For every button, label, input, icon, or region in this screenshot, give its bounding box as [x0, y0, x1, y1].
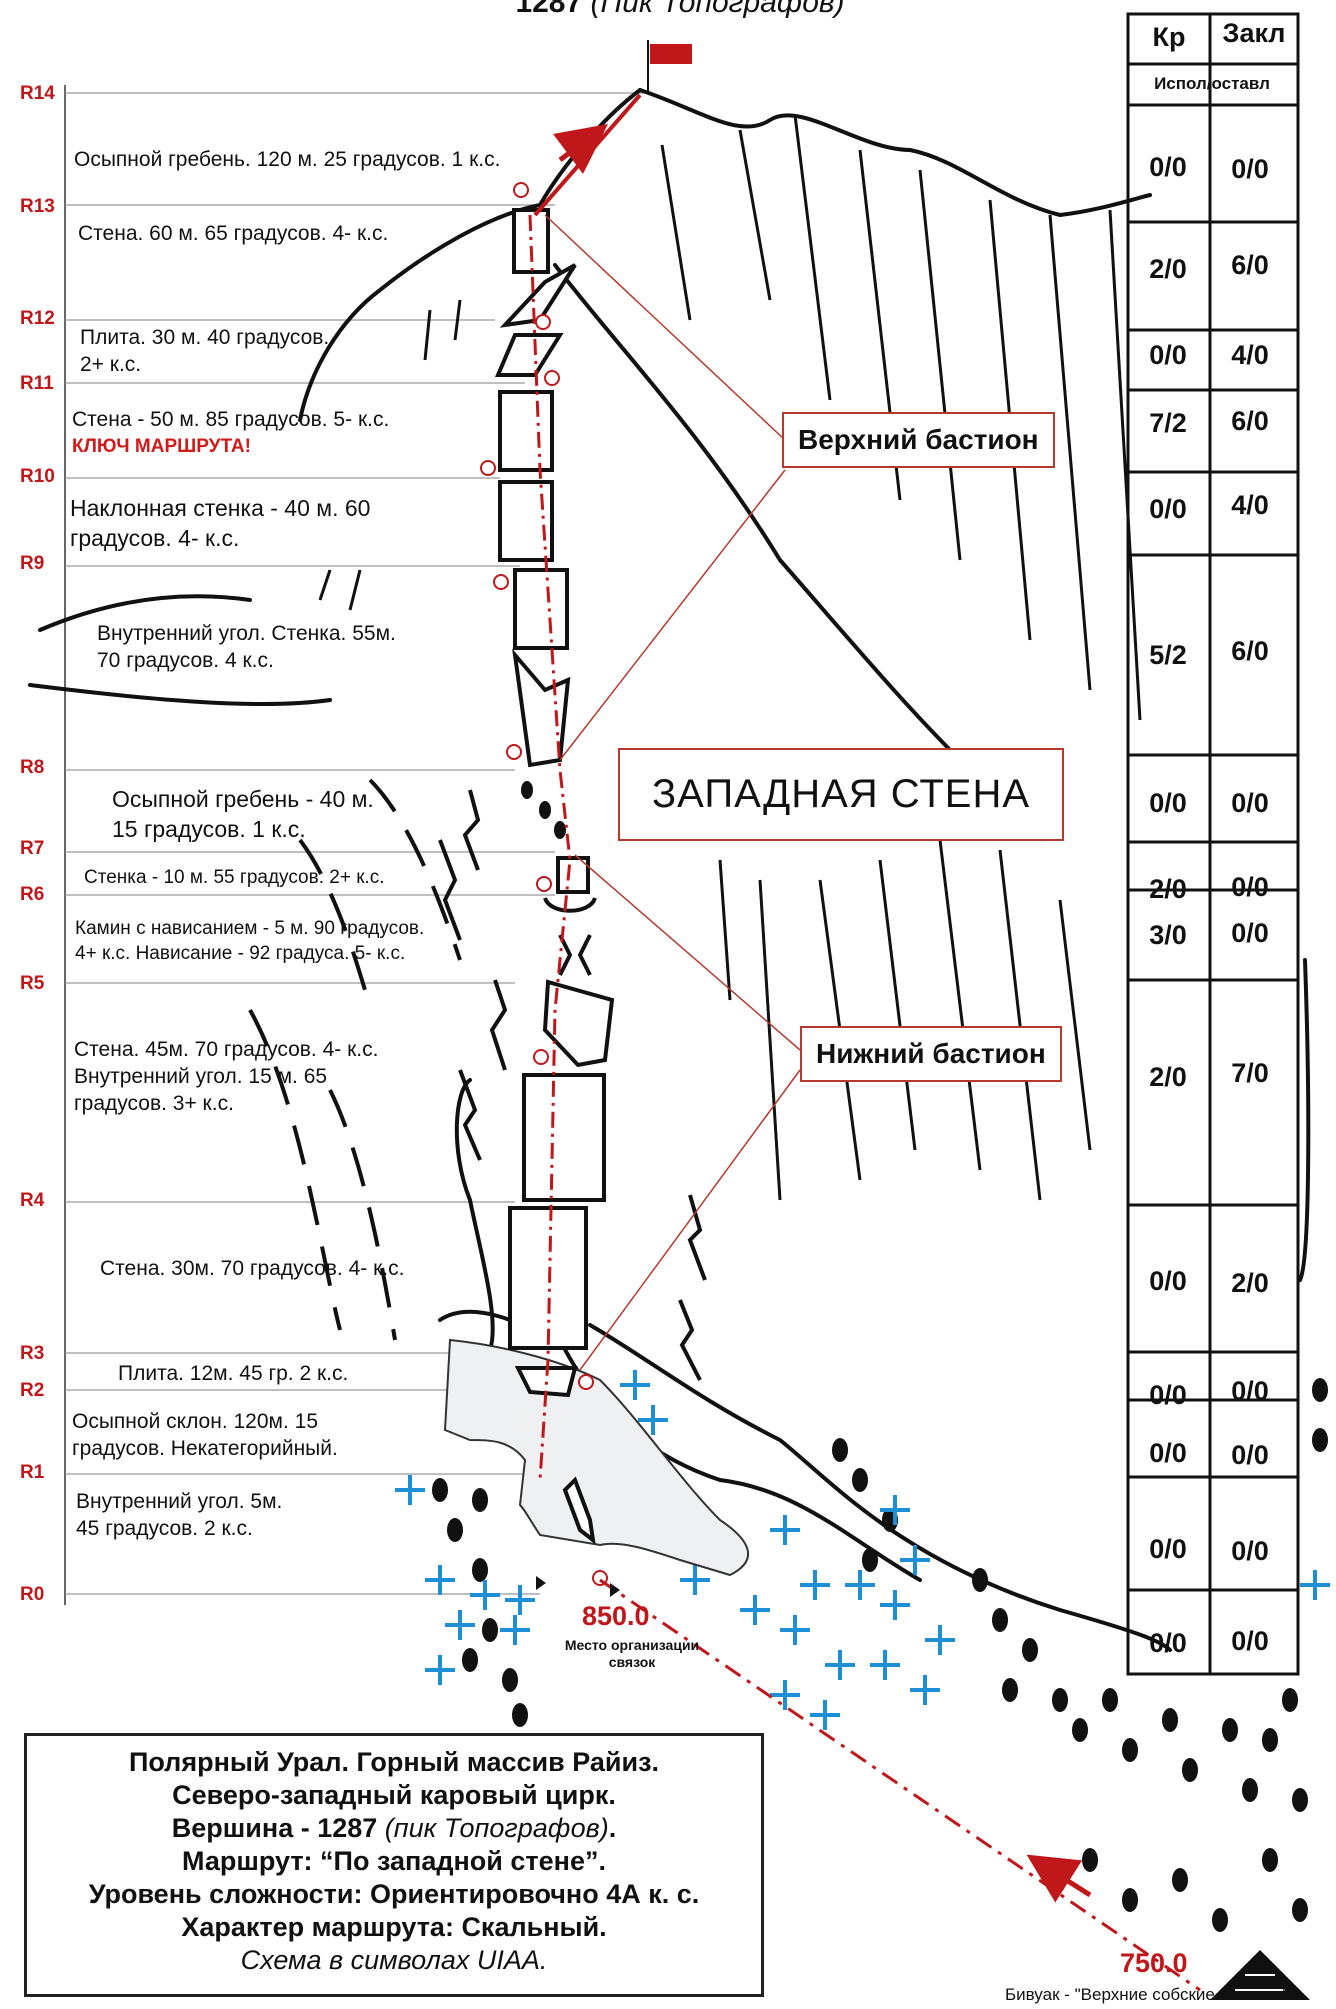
- info-grade: Уровень сложности: Ориентировочно 4А к. …: [88, 1879, 700, 1909]
- bivouac-altitude: 750.0: [1120, 1948, 1188, 1978]
- table-cell: 0/0: [1149, 1628, 1187, 1658]
- wall-striations: [318, 114, 1142, 1201]
- info-character: Характер маршрута: Скальный.: [181, 1912, 607, 1942]
- table-cell: 7/0: [1231, 1058, 1269, 1088]
- r-label: R13: [20, 196, 55, 217]
- pitch-desc: Плита. 30 м. 40 градусов.2+ к.с.: [80, 326, 330, 376]
- pitch-desc: Стена. 30м. 70 градусов. 4- к.с.: [100, 1257, 405, 1280]
- pitch-desc: Осыпной гребень - 40 м.15 градусов. 1 к.…: [112, 786, 374, 842]
- table-cell: 2/0: [1149, 254, 1187, 284]
- r-label: R12: [20, 308, 55, 329]
- r-label: R4: [20, 1190, 45, 1211]
- r-gridlines: [65, 92, 645, 1595]
- table-subheader: Испол/оставл: [1154, 74, 1270, 93]
- grade-table: Кр Закл Испол/оставл 0/0 0/0 2/0 6/0 0/0…: [1128, 14, 1298, 1674]
- table-cell: 0/0: [1231, 154, 1269, 184]
- route-info-box: Полярный Урал. Горный массив Райиз. Севе…: [24, 1733, 764, 1997]
- table-cell: 7/2: [1149, 408, 1187, 438]
- scree-dots: [432, 781, 1328, 1932]
- left-ridges: [248, 778, 462, 1341]
- lower-bastion-callout: Нижний бастион: [800, 1026, 1062, 1082]
- upper-bastion-callout: Верхний бастион: [782, 412, 1055, 468]
- callout-leaders: [544, 214, 801, 1371]
- pitch-desc: Плита. 12м. 45 гр. 2 к.с.: [118, 1362, 349, 1385]
- summit-flag: [650, 44, 692, 64]
- r-label: R7: [20, 838, 45, 859]
- pitch-desc: Внутренний угол. Стенка. 55м.70 градусов…: [97, 622, 396, 672]
- start-note: Место организации связок: [564, 1637, 700, 1670]
- table-cell: 5/2: [1149, 640, 1187, 670]
- west-wall-callout: ЗАПАДНАЯ СТЕНА: [618, 748, 1065, 841]
- pitch-desc: Осыпной гребень. 120 м. 25 градусов. 1 к…: [74, 148, 501, 171]
- r-label: R3: [20, 1343, 45, 1364]
- route-key-label: КЛЮЧ МАРШРУТА!: [72, 436, 251, 457]
- info-cirque: Северо-западный каровый цирк.: [172, 1780, 616, 1810]
- table-cell: 4/0: [1231, 490, 1269, 520]
- r-label: R8: [20, 757, 45, 778]
- info-scheme-note: Схема в символах UIAA.: [240, 1945, 548, 1975]
- rockfall-marks: [438, 789, 707, 1381]
- approach-arrow: [1026, 1854, 1092, 1903]
- r-label: R6: [20, 884, 45, 905]
- table-cell: 0/0: [1231, 872, 1269, 902]
- table-cell: 2/0: [1149, 874, 1187, 904]
- col-header-zakl: Закл: [1222, 18, 1286, 48]
- table-cell: 0/0: [1149, 152, 1187, 182]
- table-cell: 2/0: [1149, 1062, 1187, 1092]
- table-cell: 0/0: [1149, 1534, 1187, 1564]
- table-cell: 0/0: [1231, 788, 1269, 818]
- info-route: Маршрут: “По западной стене”.: [182, 1846, 606, 1876]
- peak-name: (Пик Топографов): [590, 0, 845, 19]
- table-cell: 0/0: [1231, 1440, 1269, 1470]
- table-cell: 2/0: [1231, 1268, 1269, 1298]
- chimney-marks: [543, 897, 597, 976]
- table-cell: 3/0: [1149, 920, 1187, 950]
- peak-number: 1287: [515, 0, 583, 19]
- r-label: R11: [20, 373, 54, 394]
- start-altitude: 850.0: [582, 1601, 650, 1631]
- pitch-desc: Стенка - 10 м. 55 градусов. 2+ к.с.: [84, 867, 385, 888]
- table-cell: 0/0: [1231, 1376, 1269, 1406]
- table-cell: 4/0: [1231, 340, 1269, 370]
- table-cell: 0/0: [1149, 788, 1187, 818]
- ascent-arrow: [553, 124, 608, 174]
- start-marker: [610, 1583, 620, 1597]
- table-cell: 0/0: [1231, 918, 1269, 948]
- table-cell: 6/0: [1231, 406, 1269, 436]
- r-label: R9: [20, 553, 45, 574]
- table-cell: 0/0: [1149, 340, 1187, 370]
- table-cell: 0/0: [1231, 1536, 1269, 1566]
- pitch-desc: Внутренний угол. 5м.45 градусов. 2 к.с.: [76, 1490, 283, 1540]
- table-cell: 0/0: [1149, 1266, 1187, 1296]
- mountain-outlines: [28, 88, 1311, 1652]
- info-summit: Вершина - 1287 (пик Топографов).: [171, 1813, 617, 1843]
- table-cell: 0/0: [1149, 1380, 1187, 1410]
- pitch-desc: Стена. 60 м. 65 градусов. 4- к.с.: [78, 222, 389, 245]
- protection-markers: [480, 182, 608, 1586]
- bivouac-note: Бивуак - "Верхние собские ночевки": [1005, 1985, 1289, 2004]
- r-label: R0: [20, 1584, 45, 1605]
- r-label: R14: [20, 83, 55, 104]
- grade-table-grid: [1126, 12, 1300, 1676]
- r-label: R5: [20, 973, 45, 994]
- pitch-desc: Стена - 50 м. 85 градусов. 5- к.с.КЛЮЧ М…: [72, 406, 389, 460]
- r-label: R1: [20, 1462, 45, 1483]
- pitch-desc: Камин с нависанием - 5 м. 90 градусов.4+…: [75, 918, 425, 964]
- col-header-kr: Кр: [1152, 22, 1186, 52]
- table-cell: 0/0: [1231, 1626, 1269, 1656]
- table-cell: 0/0: [1149, 494, 1187, 524]
- peak-title: 1287 (Пик Топографов): [470, 0, 890, 20]
- r-label: R2: [20, 1380, 45, 1401]
- table-cell: 6/0: [1231, 636, 1269, 666]
- info-region: Полярный Урал. Горный массив Райиз.: [128, 1747, 660, 1777]
- pitch-symbols: [494, 208, 615, 1545]
- table-cell: 6/0: [1231, 250, 1269, 280]
- r-label: R10: [20, 466, 55, 487]
- pitch-desc: Стена. 45м. 70 градусов. 4- к.с.Внутренн…: [74, 1038, 379, 1115]
- table-cell: 0/0: [1149, 1438, 1187, 1468]
- approach-slope: [443, 1338, 750, 1577]
